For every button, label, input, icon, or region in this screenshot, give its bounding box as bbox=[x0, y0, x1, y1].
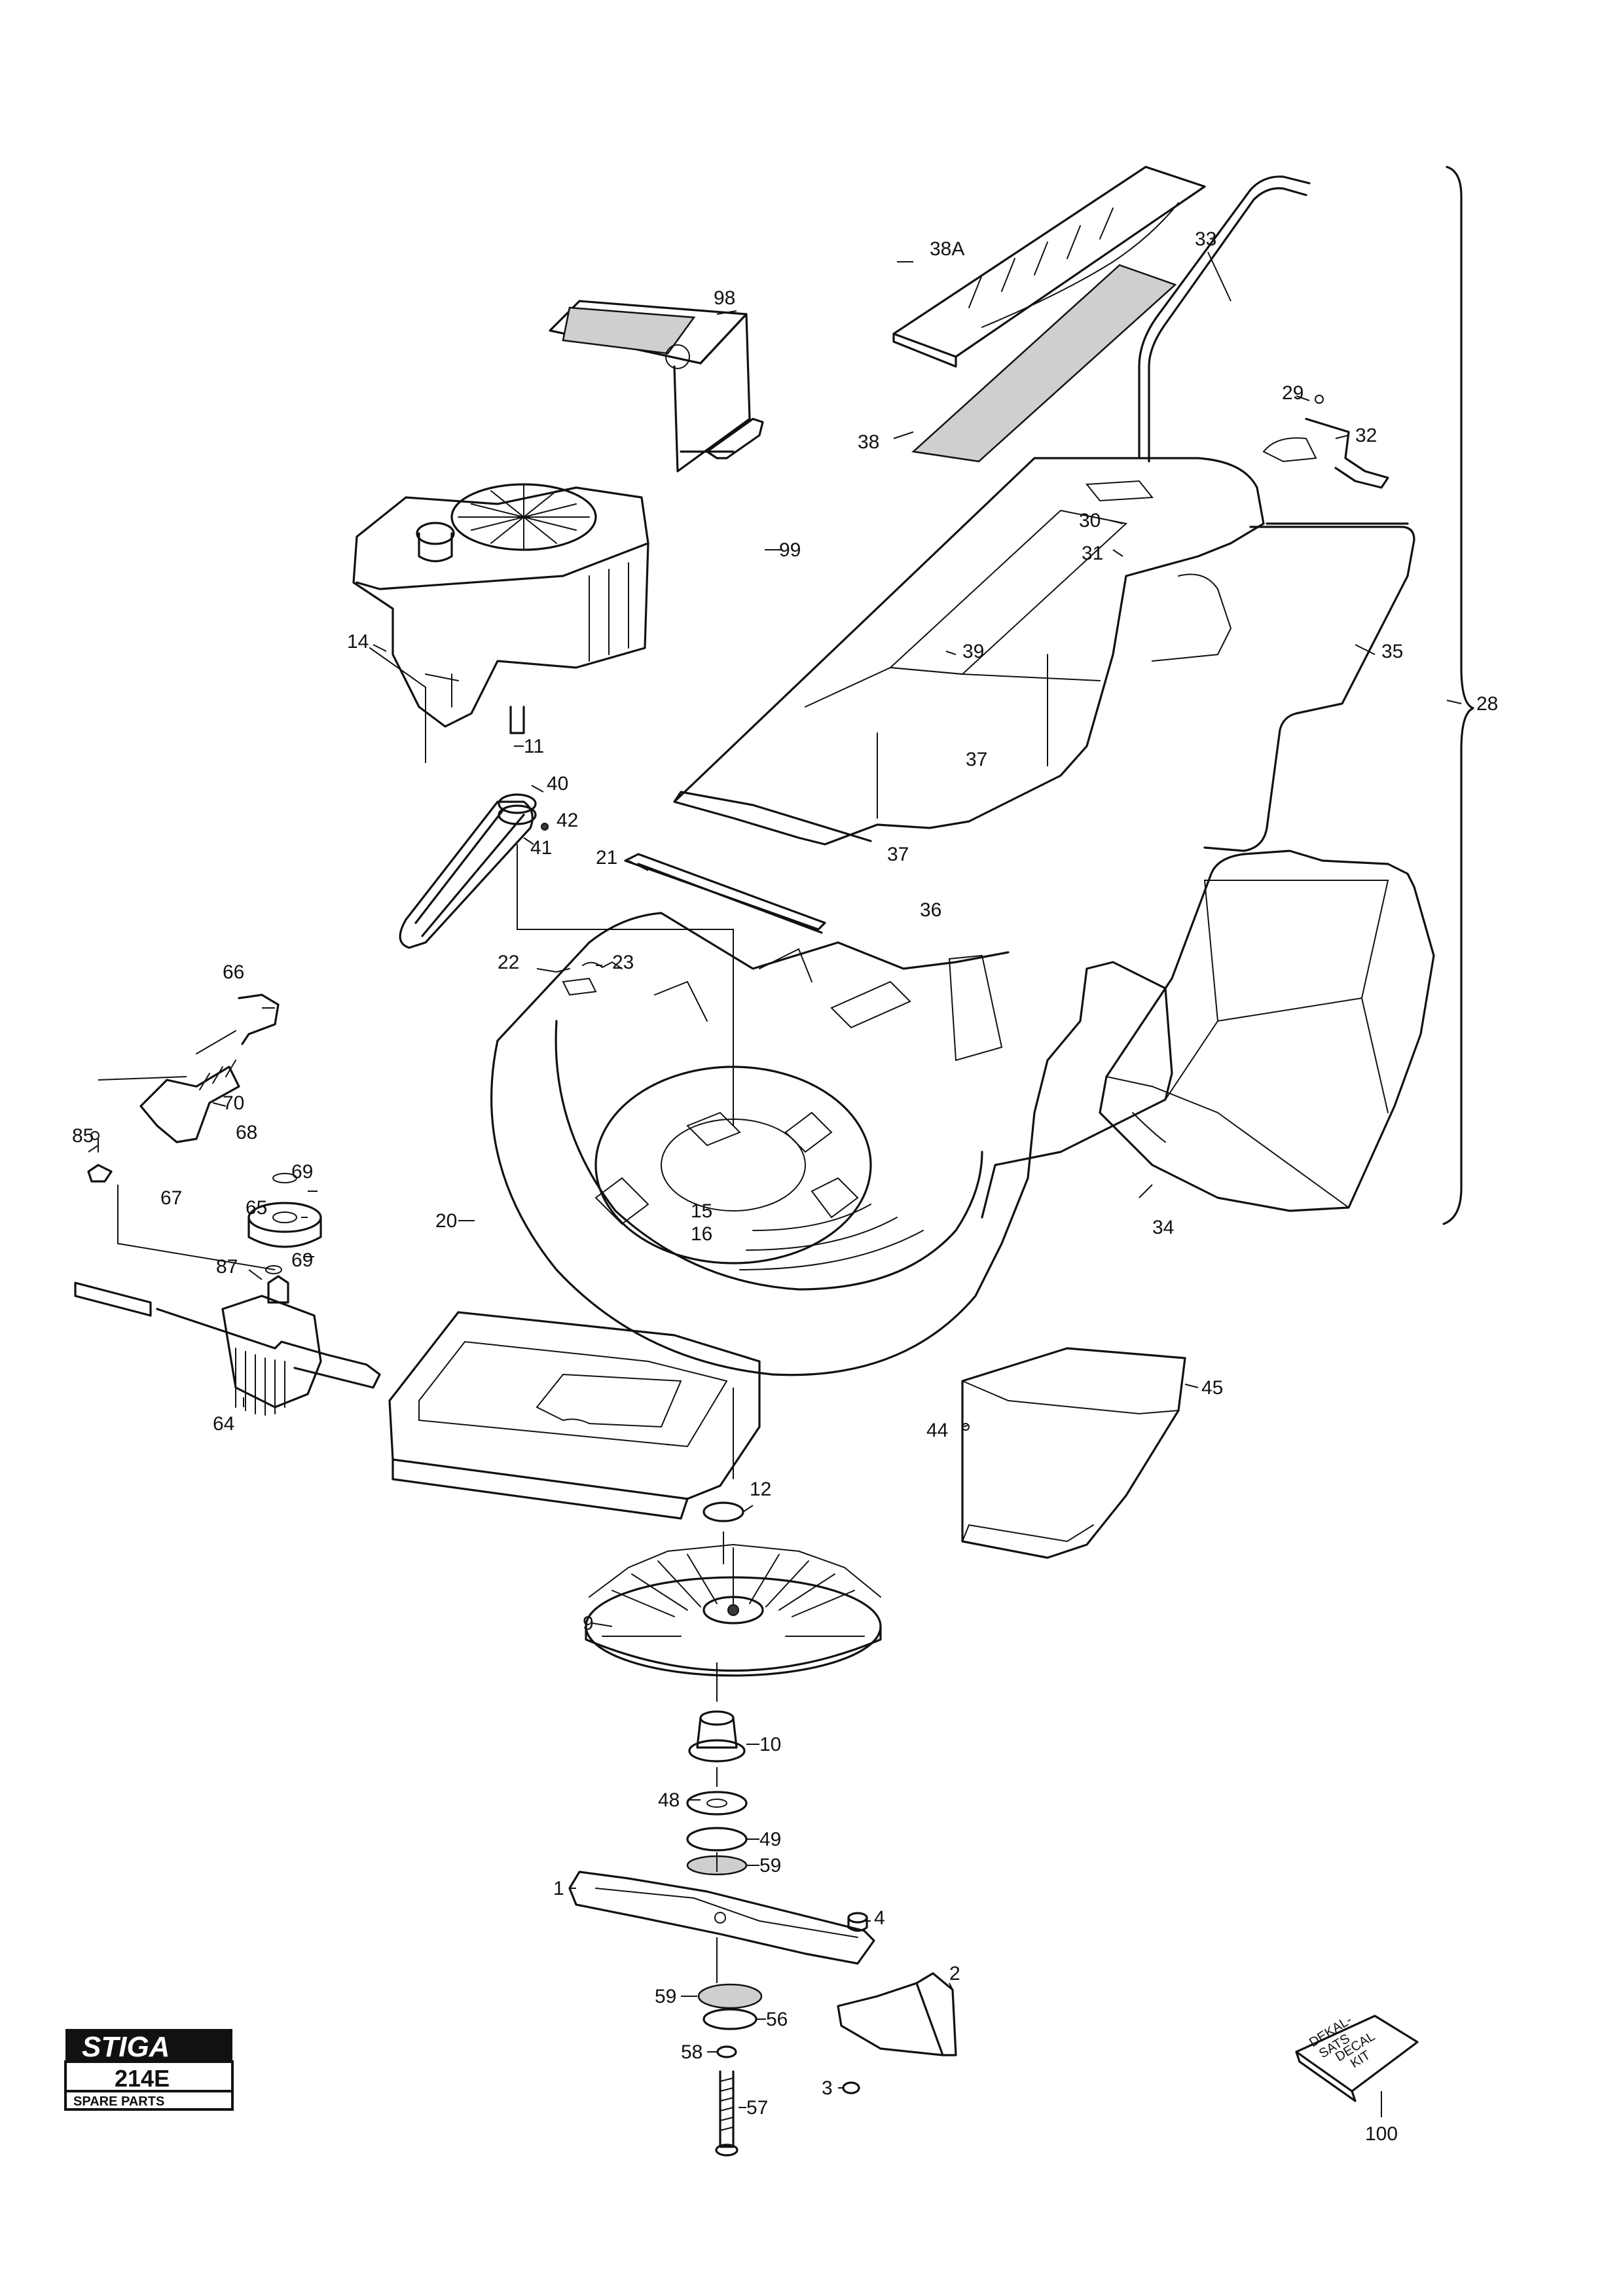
callout-38: 38 bbox=[858, 431, 879, 453]
callout-labels: 98 38A 33 29 32 38 30 31 99 39 35 28 14 … bbox=[72, 228, 1498, 2145]
callout-87: 87 bbox=[216, 1256, 238, 1278]
callout-32: 32 bbox=[1355, 425, 1377, 446]
callout-48: 48 bbox=[658, 1789, 680, 1811]
callout-70: 70 bbox=[223, 1092, 244, 1114]
collector-top-28 bbox=[673, 457, 1265, 846]
callout-20: 20 bbox=[435, 1210, 457, 1232]
callout-67: 67 bbox=[160, 1187, 182, 1209]
callout-98: 98 bbox=[714, 287, 735, 309]
callout-56: 56 bbox=[766, 2009, 788, 2030]
logo-model: 214E bbox=[115, 2065, 170, 2092]
callout-35: 35 bbox=[1381, 641, 1403, 662]
callout-59a: 59 bbox=[759, 1855, 781, 1876]
callout-69b: 69 bbox=[291, 1249, 313, 1271]
callout-10: 10 bbox=[759, 1734, 781, 1755]
grass-bag-34 bbox=[1099, 850, 1435, 1212]
deck-20 bbox=[490, 912, 1173, 1376]
callout-22: 22 bbox=[498, 952, 519, 973]
nut-4 bbox=[847, 1912, 868, 1932]
latch-32 bbox=[1262, 395, 1389, 489]
callout-28: 28 bbox=[1476, 693, 1498, 715]
callout-49: 49 bbox=[759, 1829, 781, 1850]
handle-33 bbox=[1138, 175, 1311, 463]
blade-tip-2 bbox=[837, 1972, 957, 2056]
grille-cover-38a bbox=[892, 166, 1206, 368]
callout-66: 66 bbox=[223, 961, 244, 983]
fan-9 bbox=[585, 1543, 882, 1677]
callout-64: 64 bbox=[213, 1413, 234, 1435]
wire-frame-35 bbox=[1203, 522, 1415, 852]
rear-flap-45 bbox=[961, 1347, 1186, 1559]
callout-4: 4 bbox=[874, 1907, 885, 1929]
nut-3 bbox=[842, 2081, 860, 2094]
callout-41: 41 bbox=[530, 837, 552, 859]
drive-lever bbox=[87, 994, 280, 1183]
blade-1 bbox=[568, 1871, 875, 1965]
callout-9: 9 bbox=[583, 1613, 594, 1634]
callout-57: 57 bbox=[746, 2097, 768, 2119]
bracket-28 bbox=[1442, 166, 1474, 1225]
plate-21 bbox=[624, 853, 826, 934]
callout-29: 29 bbox=[1282, 382, 1304, 404]
gearbox-64 bbox=[74, 1275, 381, 1416]
callout-40: 40 bbox=[547, 773, 568, 795]
leader-lines bbox=[88, 251, 1462, 2117]
callout-100: 100 bbox=[1365, 2123, 1398, 2145]
callout-31: 31 bbox=[1082, 543, 1103, 564]
decal-kit-100: DEKAL- SATS DECAL KIT bbox=[1295, 2013, 1419, 2102]
callout-33: 33 bbox=[1195, 228, 1216, 250]
callout-44: 44 bbox=[926, 1420, 948, 1441]
callout-45: 45 bbox=[1201, 1377, 1223, 1399]
callout-68: 68 bbox=[236, 1122, 257, 1143]
logo-brand: STIGA bbox=[82, 2031, 170, 2063]
front-cover bbox=[388, 1311, 761, 1520]
washer-12 bbox=[702, 1501, 744, 1522]
callout-59b: 59 bbox=[655, 1986, 676, 2007]
engine bbox=[352, 483, 649, 763]
callout-34: 34 bbox=[1152, 1217, 1174, 1238]
bracket-99 bbox=[680, 418, 764, 459]
callout-16: 16 bbox=[691, 1223, 712, 1245]
callout-85: 85 bbox=[72, 1125, 94, 1147]
bolt-assembly bbox=[697, 1983, 763, 2157]
callout-39: 39 bbox=[962, 641, 984, 662]
callout-11: 11 bbox=[524, 736, 544, 757]
callout-14: 14 bbox=[347, 631, 369, 653]
callout-99: 99 bbox=[779, 539, 801, 561]
callout-37b: 37 bbox=[887, 844, 909, 865]
spring-23 bbox=[556, 961, 623, 996]
callout-3: 3 bbox=[822, 2077, 833, 2099]
callout-2: 2 bbox=[949, 1963, 960, 1984]
filter-mat-38 bbox=[911, 264, 1177, 463]
callout-30: 30 bbox=[1079, 510, 1101, 531]
callout-42: 42 bbox=[556, 810, 578, 831]
assembly-guide-lines bbox=[98, 844, 734, 1983]
logo-caption: SPARE PARTS bbox=[73, 2094, 164, 2109]
cover-98 bbox=[549, 300, 751, 473]
callout-1: 1 bbox=[553, 1878, 564, 1899]
callout-65: 65 bbox=[246, 1197, 267, 1219]
blade-hub bbox=[686, 1710, 748, 1876]
belt-41 bbox=[399, 800, 534, 949]
callout-69a: 69 bbox=[291, 1161, 313, 1183]
callout-23: 23 bbox=[612, 952, 634, 973]
stiga-logo: STIGA 214E SPARE PARTS bbox=[64, 2029, 234, 2111]
callout-58: 58 bbox=[681, 2041, 702, 2063]
callout-12: 12 bbox=[750, 1479, 771, 1500]
callout-36: 36 bbox=[920, 899, 941, 921]
callout-38a: 38A bbox=[930, 238, 964, 260]
callout-15: 15 bbox=[691, 1200, 712, 1222]
callout-37a: 37 bbox=[966, 749, 987, 770]
pulley-65 bbox=[247, 1173, 322, 1274]
callout-21: 21 bbox=[596, 847, 617, 869]
bolt-42 bbox=[541, 823, 549, 831]
